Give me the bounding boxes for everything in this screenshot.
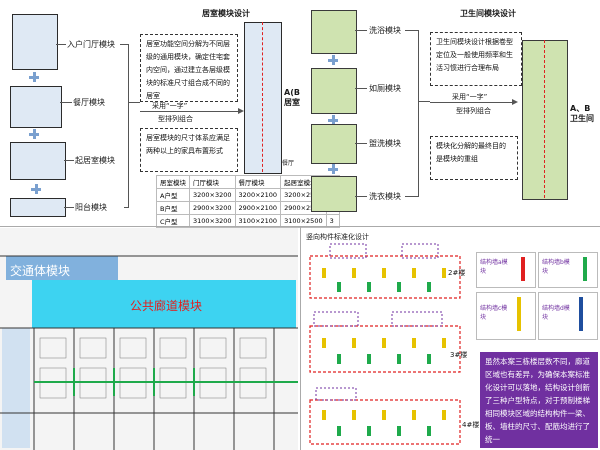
arrow-line [430, 102, 514, 103]
legend-a: 结构墙a模块 [476, 252, 536, 288]
bath-desc-text: 卫生间模块设计根据卷型定位及一般使用频率和生活习惯进行合理布局 [436, 38, 513, 72]
floor-plan [0, 228, 298, 450]
th: 餐厅模块 [234, 175, 282, 189]
bath-shower-plan [311, 10, 357, 54]
living-dim-table: 居室模块 门厅模块 餐厅模块 起居室模块 阳 A户型 3200×3200 320… [156, 175, 341, 228]
traffic-label: 交通体模块 [10, 264, 71, 278]
living-desc2-text: 居室模块的尺寸体系应满足两种以上的家具布置形式 [146, 134, 230, 155]
td: C户型 [156, 214, 190, 228]
bath-title: 卫生间模块设计 [460, 9, 516, 18]
arrow-head-icon [512, 99, 518, 105]
td: 3100×2500 [280, 214, 327, 228]
living-desc-text: 居室功能空间分解为不同层级的通用模块，确定住宅套内空间，通过建立各层级模块的标准… [146, 40, 230, 100]
plus-icon [29, 129, 39, 139]
structure-strips [309, 243, 461, 445]
td: 2900×3200 [189, 201, 236, 215]
legend-d: 结构墙d模块 [538, 292, 598, 340]
small-tag: 餐厅 [282, 160, 295, 167]
floor-label-2: 2#楼 [448, 269, 466, 277]
plus-icon [31, 184, 41, 194]
living-desc-box: 居室功能空间分解为不同层级的通用模块，确定住宅套内空间，通过建立各层级模块的标准… [140, 34, 238, 102]
module-label-entry: 入户门厅模块 [67, 40, 115, 49]
td: A户型 [156, 188, 190, 202]
room-dining-plan [10, 86, 62, 128]
standard-title: 竖向构件标准化设计 [306, 233, 369, 241]
floor-label-4: 4#楼 [462, 421, 480, 429]
living-combined-plan [244, 22, 282, 174]
th: 居室模块 [156, 175, 190, 189]
bath-desc2-text: 模块化分解的最终目的是模块的重组 [436, 142, 506, 163]
legend-b-label: 结构墙b模块 [542, 259, 570, 275]
arrow-line [140, 111, 240, 112]
bath-label-basin: 盥洗模块 [369, 139, 401, 148]
axis-line [262, 22, 263, 172]
bath-label-shower: 洗浴模块 [369, 26, 401, 35]
bath-right-label: A、B 卫生间 [570, 104, 594, 123]
legend-c-label: 结构墙c模块 [480, 305, 508, 321]
bath-arrow-label: 采用“一字” [452, 93, 488, 101]
module-label-living: 起居室模块 [75, 156, 115, 165]
living-right-label: A(B 居室 [284, 88, 300, 107]
legend-b: 结构墙b模块 [538, 252, 598, 288]
floor-label-3: 3#楼 [450, 351, 468, 359]
stair-zone [2, 328, 30, 448]
traffic-zone [6, 256, 118, 280]
plus-icon [328, 164, 338, 174]
bath-laundry-plan [311, 176, 357, 212]
legend-d-label: 结构墙d模块 [542, 305, 570, 321]
arrow-head-icon [238, 108, 244, 114]
td: 3200×2100 [234, 188, 282, 202]
td: 3 [325, 214, 341, 228]
living-arrow-label: 采用“一字” [152, 102, 188, 110]
bath-basin-plan [311, 124, 357, 164]
bath-desc2-box: 模块化分解的最终目的是模块的重组 [430, 136, 518, 180]
bath-toilet-plan [311, 68, 357, 114]
legend-a-label: 结构墙a模块 [480, 259, 508, 275]
module-label-dining: 餐厅模块 [73, 98, 105, 107]
axis-line [544, 40, 545, 198]
standard-note: 虽然本案三栋楼层数不同，廊道区域也有差异，为确保本案标准化设计可以落地，结构设计… [480, 352, 598, 448]
bath-desc-box: 卫生间模块设计根据卷型定位及一般使用频率和生活习惯进行合理布局 [430, 32, 522, 86]
legend-c: 结构墙c模块 [476, 292, 536, 340]
th: 门厅模块 [189, 175, 236, 189]
room-balcony-plan [10, 198, 66, 217]
room-living-plan [10, 142, 66, 180]
plus-icon [29, 72, 39, 82]
bath-arrow-sub: 型排列组合 [456, 107, 491, 115]
living-desc2-box: 居室模块的尺寸体系应满足两种以上的家具布置形式 [140, 128, 238, 172]
living-title: 居室模块设计 [202, 9, 250, 18]
plus-icon [328, 55, 338, 65]
bath-label-laundry: 洗衣模块 [369, 192, 401, 201]
td: 3200×3200 [189, 188, 236, 202]
corridor-label: 公共廊道模块 [130, 299, 203, 313]
td: B户型 [156, 201, 190, 215]
td: 2900×2100 [234, 201, 282, 215]
room-entry-plan [12, 14, 58, 70]
plus-icon [328, 115, 338, 125]
bath-label-toilet: 如厕模块 [369, 84, 401, 93]
module-label-balcony: 阳台模块 [75, 203, 107, 212]
corridor-zone [32, 280, 296, 328]
bath-combined-plan [522, 40, 568, 200]
living-arrow-sub: 型排列组合 [158, 115, 193, 123]
